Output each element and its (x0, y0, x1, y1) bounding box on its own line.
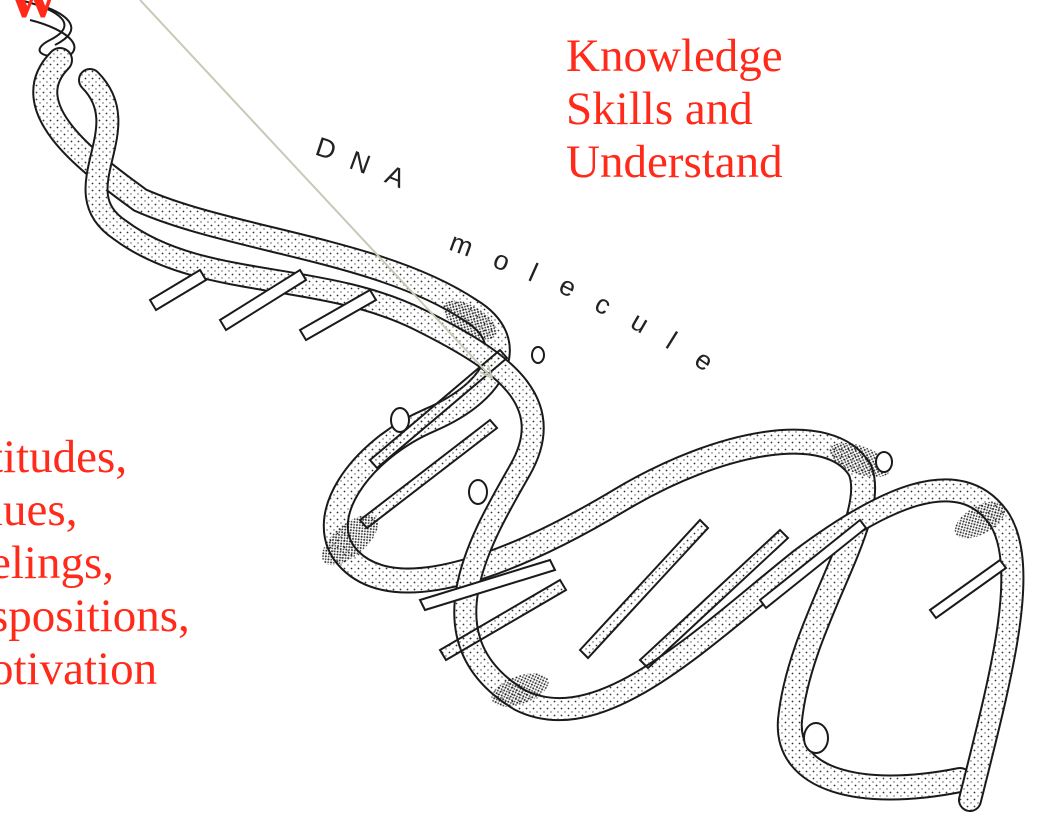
text-line: titudes, (0, 431, 190, 484)
helix-strand-back (90, 80, 1012, 800)
text-line: Knowledge (566, 30, 783, 83)
text-line: Skills and (566, 83, 783, 136)
text-line: otivation (0, 643, 190, 696)
top-heading-fragment: w (8, 0, 59, 30)
knowledge-skills-text: Knowledge Skills and Understand (566, 30, 783, 189)
text-line: elings, (0, 537, 190, 590)
text-line: lues, (0, 484, 190, 537)
text-line: Understand (566, 136, 783, 189)
text-line: spositions, (0, 590, 190, 643)
attitudes-values-text: titudes, lues, elings, spositions, otiva… (0, 431, 190, 696)
